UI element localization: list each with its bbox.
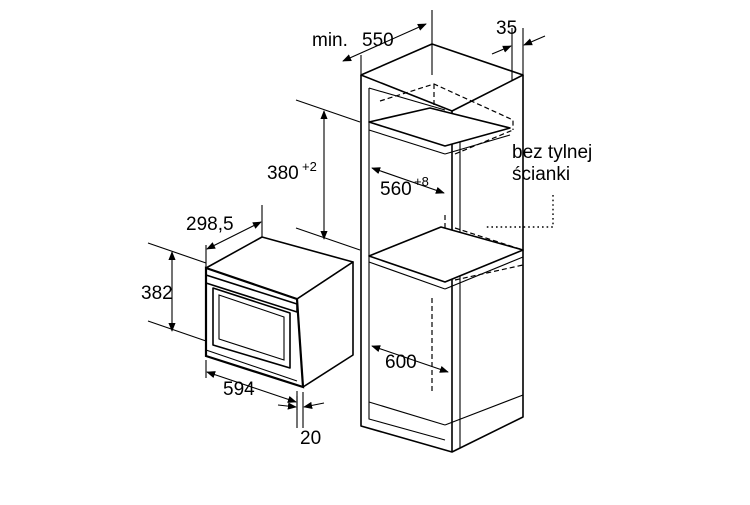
- no-back-note-line1: bez tylnej: [512, 142, 592, 163]
- front-depth-label: 20: [300, 428, 321, 449]
- niche-width-tolerance: +8: [414, 174, 429, 189]
- lower-width-label: 600: [385, 352, 417, 373]
- dimension-lines: [147, 10, 546, 428]
- oven-appliance: [204, 236, 354, 389]
- rear-gap-label: 35: [496, 18, 517, 39]
- no-back-leader: [485, 195, 554, 228]
- appliance-width-label: 594: [223, 379, 255, 400]
- no-back-note-line2: ścianki: [512, 164, 570, 185]
- appliance-height-label: 382: [141, 283, 173, 304]
- cabinet-depth-label: 550: [362, 30, 394, 51]
- niche-height-tolerance: +2: [302, 159, 317, 174]
- tall-cabinet: [360, 43, 524, 453]
- niche-height-label: 380: [267, 163, 299, 184]
- niche-width-label: 560: [380, 179, 412, 200]
- min-label: min.: [312, 30, 348, 51]
- appliance-depth-label: 298,5: [186, 214, 234, 235]
